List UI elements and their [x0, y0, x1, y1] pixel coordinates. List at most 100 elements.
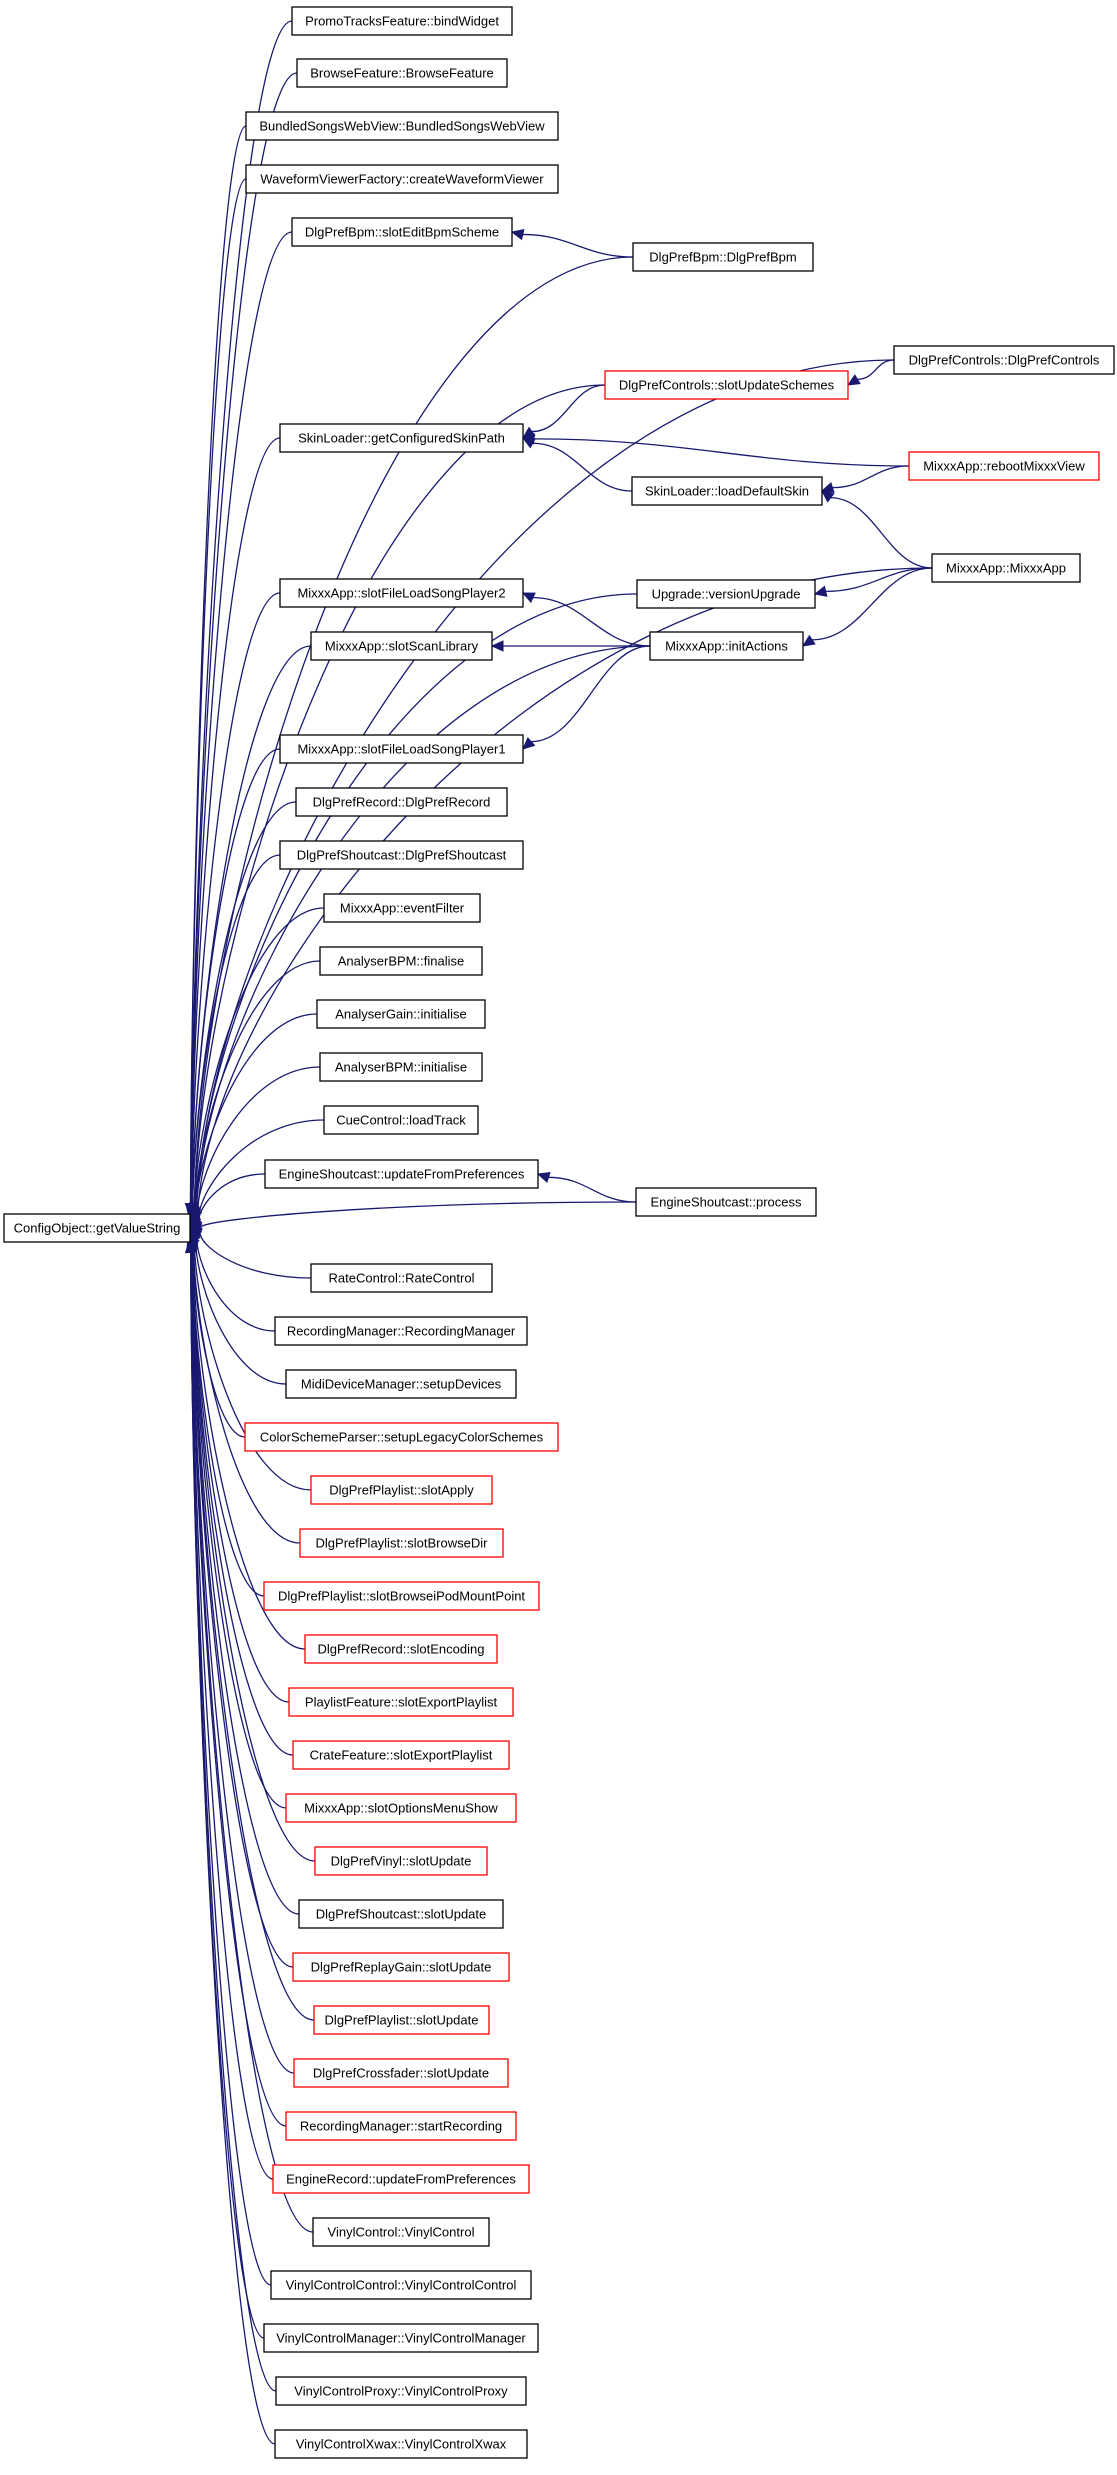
caller-node[interactable]: MixxxApp::eventFilter [323, 893, 481, 923]
caller-node[interactable]: MixxxApp::slotFileLoadSongPlayer2 [279, 578, 524, 608]
caller-node[interactable]: VinylControl::VinylControl [312, 2217, 490, 2247]
node-label: SkinLoader::loadDefaultSkin [645, 484, 809, 499]
caller-node[interactable]: AnalyserGain::initialise [316, 999, 486, 1029]
node-box [931, 553, 1081, 583]
caller-node[interactable]: MixxxApp::initActions [649, 631, 804, 661]
node-box [632, 242, 814, 272]
call-edge [548, 1176, 637, 1203]
caller-node[interactable]: MixxxApp::slotScanLibrary [310, 631, 493, 661]
node-box [323, 1105, 479, 1135]
caller-node[interactable]: AnalyserBPM::initialise [319, 1052, 483, 1082]
node-label: DlgPrefCrossfader::slotUpdate [313, 2066, 489, 2081]
caller-node[interactable]: RecordingManager::RecordingManager [274, 1316, 528, 1346]
caller-node[interactable]: RecordingManager::startRecording [285, 2111, 517, 2141]
caller-node[interactable]: DlgPrefPlaylist::slotApply [310, 1475, 493, 1505]
node-box [244, 1422, 559, 1452]
node-label: MixxxApp::rebootMixxxView [923, 459, 1085, 474]
caller-node[interactable]: VinylControlXwax::VinylControlXwax [274, 2429, 528, 2459]
node-label: EngineRecord::updateFromPreferences [286, 2172, 516, 2187]
caller-node[interactable]: MidiDeviceManager::setupDevices [285, 1369, 517, 1399]
node-label: DlgPrefShoutcast::slotUpdate [316, 1907, 487, 1922]
caller-node[interactable]: DlgPrefControls::DlgPrefControls [893, 345, 1115, 375]
call-edge [190, 231, 293, 1205]
node-box [291, 6, 513, 36]
caller-node[interactable]: ColorSchemeParser::setupLegacyColorSchem… [244, 1422, 559, 1452]
caller-node[interactable]: CrateFeature::slotExportPlaylist [292, 1740, 510, 1770]
edge-arrowhead [490, 640, 504, 652]
caller-node[interactable]: VinylControlManager::VinylControlManager [263, 2323, 539, 2353]
call-edge [190, 592, 281, 1207]
node-label: MidiDeviceManager::setupDevices [301, 1377, 502, 1392]
caller-node[interactable]: PromoTracksFeature::bindWidget [291, 6, 513, 36]
node-box [635, 1187, 817, 1217]
caller-node[interactable]: Upgrade::versionUpgrade [636, 579, 816, 609]
caller-node[interactable]: DlgPrefRecord::DlgPrefRecord [295, 787, 508, 817]
node-box [245, 111, 559, 141]
node-box [245, 164, 559, 194]
caller-node[interactable]: DlgPrefControls::slotUpdateSchemes [604, 370, 849, 400]
caller-node[interactable]: DlgPrefRecord::slotEncoding [304, 1634, 498, 1664]
caller-node[interactable]: MixxxApp::rebootMixxxView [908, 451, 1100, 481]
node-label: EngineShoutcast::process [650, 1195, 802, 1210]
node-label: BrowseFeature::BrowseFeature [310, 66, 494, 81]
caller-node[interactable]: PlaylistFeature::slotExportPlaylist [288, 1687, 514, 1717]
caller-node[interactable]: BundledSongsWebView::BundledSongsWebView [245, 111, 559, 141]
node-label: AnalyserGain::initialise [335, 1007, 467, 1022]
caller-node[interactable]: DlgPrefPlaylist::slotBrowseiPodMountPoin… [263, 1581, 540, 1611]
node-box [264, 1159, 539, 1189]
call-edge [532, 442, 633, 492]
caller-node[interactable]: DlgPrefPlaylist::slotBrowseDir [299, 1528, 504, 1558]
call-edge [825, 567, 933, 593]
caller-node[interactable]: EngineRecord::updateFromPreferences [272, 2164, 530, 2194]
caller-node[interactable]: EngineShoutcast::process [635, 1187, 817, 1217]
caller-node[interactable]: RateControl::RateControl [310, 1263, 493, 1293]
node-box [310, 1263, 493, 1293]
call-edge [533, 438, 910, 467]
caller-node[interactable]: MixxxApp::slotFileLoadSongPlayer1 [279, 734, 524, 764]
caller-node[interactable]: DlgPrefShoutcast::slotUpdate [298, 1899, 504, 1929]
caller-node[interactable]: DlgPrefPlaylist::slotUpdate [313, 2005, 490, 2035]
caller-node[interactable]: DlgPrefBpm::DlgPrefBpm [632, 242, 814, 272]
caller-node[interactable]: VinylControlControl::VinylControlControl [270, 2270, 532, 2300]
caller-node[interactable]: DlgPrefCrossfader::slotUpdate [293, 2058, 509, 2088]
node-label: MixxxApp::MixxxApp [946, 561, 1066, 576]
caller-node[interactable]: AnalyserBPM::finalise [319, 946, 483, 976]
node-box [323, 893, 481, 923]
node-label: DlgPrefBpm::DlgPrefBpm [649, 250, 796, 265]
node-label: DlgPrefPlaylist::slotBrowseDir [316, 1536, 489, 1551]
caller-node[interactable]: DlgPrefReplayGain::slotUpdate [292, 1952, 510, 1982]
node-label: MixxxApp::slotFileLoadSongPlayer2 [297, 586, 505, 601]
node-label: RateControl::RateControl [329, 1271, 475, 1286]
node-label: MixxxApp::slotScanLibrary [325, 639, 479, 654]
node-box [908, 451, 1100, 481]
call-edge [190, 437, 281, 1205]
call-edge [193, 384, 606, 1205]
caller-node[interactable]: CueControl::loadTrack [323, 1105, 479, 1135]
caller-node[interactable]: MixxxApp::MixxxApp [931, 553, 1081, 583]
node-box [291, 217, 513, 247]
caller-node[interactable]: VinylControlProxy::VinylControlProxy [275, 2376, 527, 2406]
call-edge [190, 1251, 315, 2021]
call-edge [192, 1245, 306, 1650]
caller-node[interactable]: DlgPrefShoutcast::DlgPrefShoutcast [279, 840, 524, 870]
caller-node[interactable]: SkinLoader::loadDefaultSkin [631, 476, 823, 506]
call-edge [197, 567, 933, 1210]
node-label: VinylControlManager::VinylControlManager [276, 2331, 526, 2346]
node-box [3, 1213, 191, 1243]
edge-arrowhead [536, 1171, 551, 1183]
caller-node[interactable]: MixxxApp::slotOptionsMenuShow [285, 1793, 517, 1823]
node-label: DlgPrefRecord::slotEncoding [318, 1642, 485, 1657]
caller-node[interactable]: EngineShoutcast::updateFromPreferences [264, 1159, 539, 1189]
node-label: RecordingManager::RecordingManager [287, 1324, 516, 1339]
node-label: AnalyserBPM::finalise [338, 954, 464, 969]
caller-node[interactable]: WaveformViewerFactory::createWaveformVie… [245, 164, 559, 194]
caller-node[interactable]: BrowseFeature::BrowseFeature [296, 58, 508, 88]
node-label: RecordingManager::startRecording [300, 2119, 502, 2134]
caller-node[interactable]: DlgPrefVinyl::slotUpdate [314, 1846, 488, 1876]
caller-node[interactable]: SkinLoader::getConfiguredSkinPath [279, 423, 524, 453]
node-box [310, 1475, 493, 1505]
node-box [279, 840, 524, 870]
call-edge [200, 1201, 637, 1228]
caller-node[interactable]: DlgPrefBpm::slotEditBpmScheme [291, 217, 513, 247]
node-label: MixxxApp::slotFileLoadSongPlayer1 [297, 742, 505, 757]
